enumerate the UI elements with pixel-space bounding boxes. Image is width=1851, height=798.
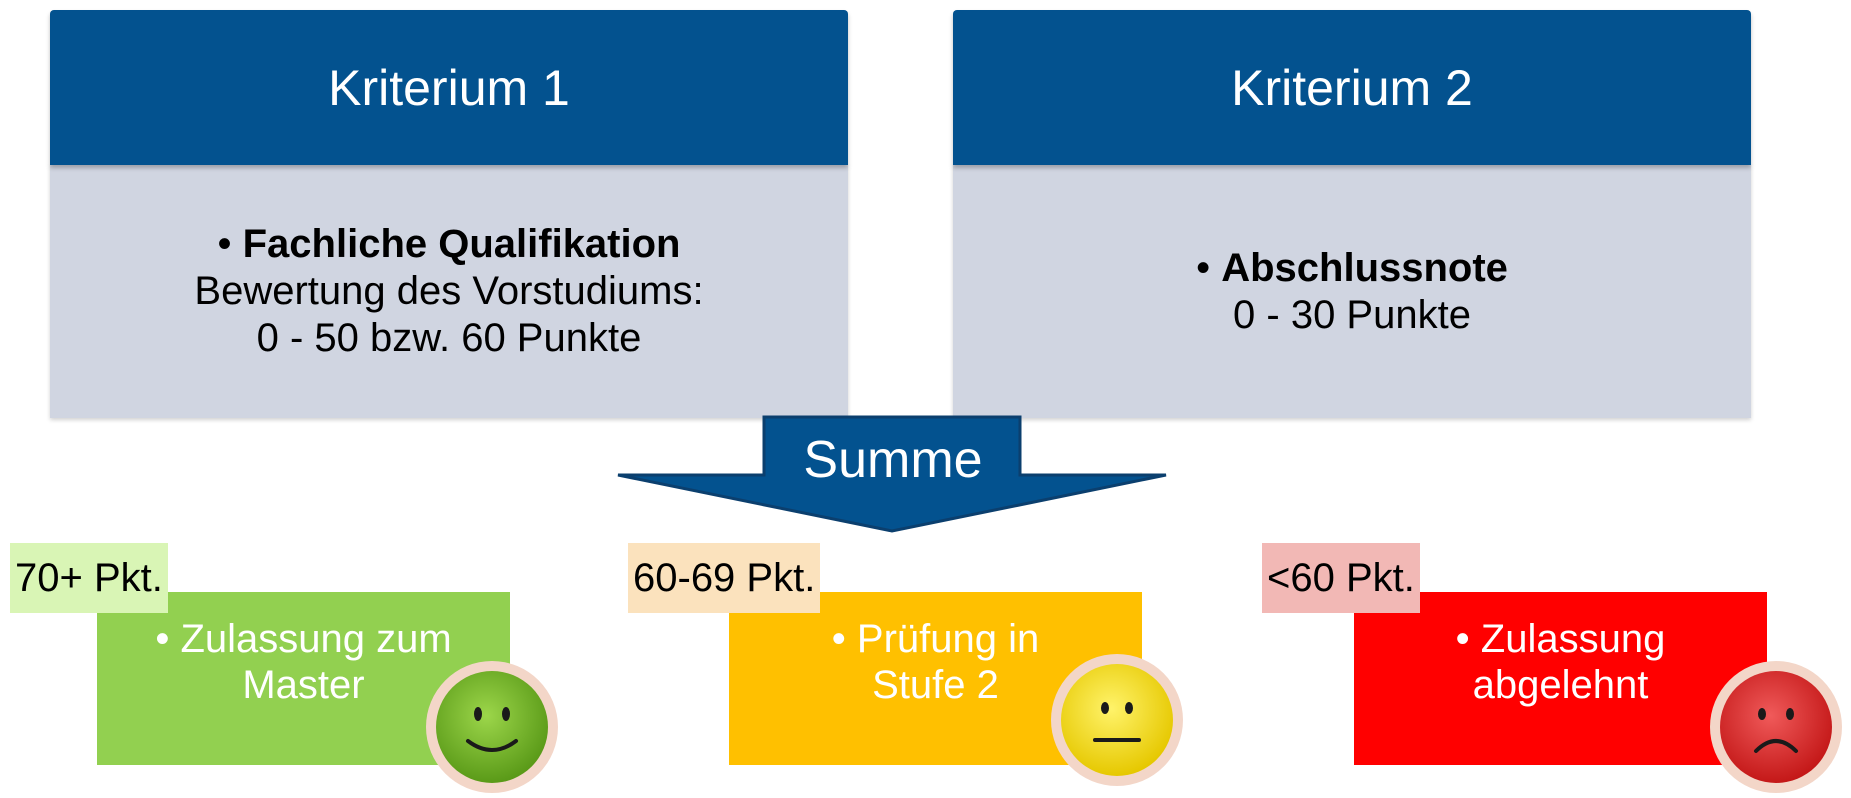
outcome-3-line2: abgelehnt (1472, 663, 1649, 707)
sad-face-icon (1710, 661, 1842, 793)
outcome-1-line2: Master (242, 663, 365, 707)
criterion-card-1: Kriterium 1 • Fachliche Qualifikation Be… (50, 10, 848, 418)
outcome-2-points-label: 60-69 Pkt. (628, 543, 821, 613)
bullet: • (1196, 245, 1222, 290)
outcome-1-line1: Zulassung zum (180, 617, 452, 661)
neutral-face-icon (1051, 654, 1183, 786)
criterion-1-points: 0 - 50 bzw. 60 Punkte (256, 316, 642, 360)
outcome-3-points-label: <60 Pkt. (1262, 543, 1420, 613)
criterion-2-title: Kriterium 2 (953, 10, 1751, 165)
criterion-2-heading: Abschlussnote (1221, 245, 1508, 290)
happy-face-icon (426, 661, 558, 793)
outcome-2-line2: Stufe 2 (872, 663, 999, 707)
sum-arrow-icon (617, 415, 1167, 533)
outcome-1-points-label: 70+ Pkt. (10, 543, 168, 613)
criterion-1-description: Bewertung des Vorstudiums: (194, 269, 704, 313)
criterion-1-heading: Fachliche Qualifikation (242, 222, 681, 266)
outcome-2-line1: Prüfung in (856, 617, 1040, 661)
bullet: • (217, 222, 243, 266)
criterion-2-body: • Abschlussnote 0 - 30 Punkte (953, 165, 1751, 418)
sum-label: Summe (803, 431, 983, 489)
outcome-3-line1: Zulassung (1480, 617, 1666, 661)
criterion-card-2: Kriterium 2 • Abschlussnote 0 - 30 Punkt… (953, 10, 1751, 418)
criterion-2-points: 0 - 30 Punkte (1233, 292, 1471, 337)
criterion-1-body: • Fachliche Qualifikation Bewertung des … (50, 165, 848, 418)
criterion-1-title: Kriterium 1 (50, 10, 848, 165)
